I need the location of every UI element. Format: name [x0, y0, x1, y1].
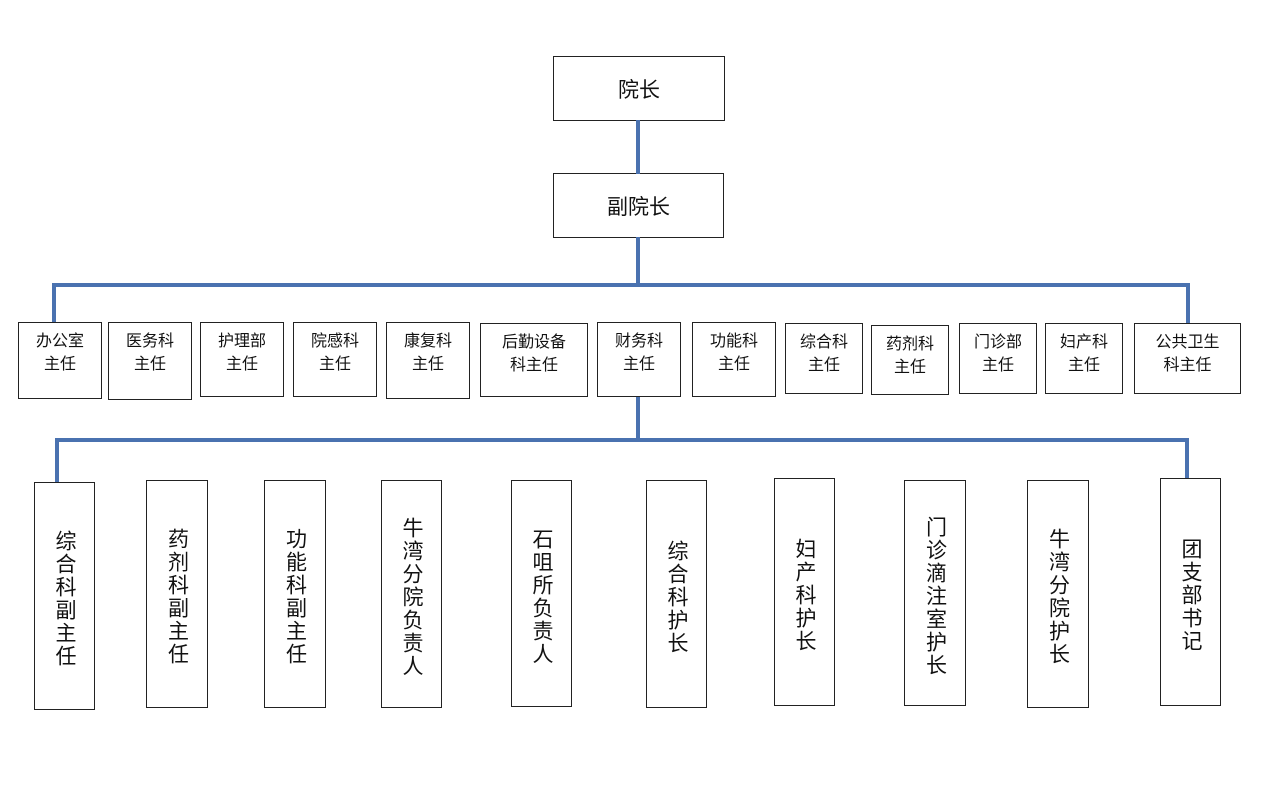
connector-line: [52, 283, 1190, 287]
subordinate-label: 药剂科副主任: [165, 528, 190, 666]
department-box: 门诊部主任: [959, 323, 1037, 394]
subordinate-label: 石咀所负责人: [530, 527, 554, 666]
subordinate-label: 功能科副主任: [283, 528, 308, 666]
subordinate-box: 门诊滴注室护长: [904, 480, 966, 706]
subordinate-box: 综合科护长: [646, 480, 707, 708]
connector-line: [55, 438, 59, 482]
department-name: 功能科: [709, 331, 758, 350]
connector-line: [55, 438, 1189, 442]
subordinate-label: 牛湾分院负责人: [400, 516, 424, 678]
subordinate-box: 功能科副主任: [264, 480, 326, 708]
department-role: 主任: [622, 354, 655, 373]
department-role: 主任: [133, 354, 166, 373]
subordinate-label: 牛湾分院护长: [1046, 528, 1071, 666]
department-name: 财务科: [614, 331, 663, 350]
department-role: 科主任: [1163, 355, 1212, 374]
vice-director-label: 副院长: [607, 194, 670, 219]
department-role: 主任: [807, 355, 840, 374]
department-box: 财务科主任: [597, 322, 681, 397]
subordinate-box: 牛湾分院负责人: [381, 480, 442, 708]
department-name: 妇产科: [1059, 332, 1108, 351]
subordinate-label: 综合科副主任: [53, 530, 77, 668]
connector-line: [636, 120, 640, 174]
department-name: 后勤设备: [501, 332, 566, 351]
department-box: 康复科主任: [386, 322, 470, 399]
department-role: 主任: [318, 354, 351, 373]
connector-line: [636, 237, 640, 287]
department-role: 主任: [43, 354, 76, 373]
department-name: 院感科: [310, 331, 359, 350]
director-label: 院长: [618, 77, 660, 102]
subordinate-box: 团支部书记: [1160, 478, 1221, 706]
department-box: 公共卫生科主任: [1134, 323, 1241, 394]
department-box: 综合科主任: [785, 323, 863, 394]
subordinate-label: 妇产科护长: [793, 537, 817, 653]
department-role: 主任: [893, 357, 926, 376]
subordinate-label: 门诊滴注室护长: [923, 515, 948, 677]
department-box: 院感科主任: [293, 322, 377, 397]
department-name: 办公室: [35, 331, 84, 350]
department-box: 妇产科主任: [1045, 323, 1123, 394]
department-role: 主任: [411, 354, 444, 373]
connector-line: [636, 396, 640, 442]
department-box: 功能科主任: [692, 322, 776, 397]
department-role: 主任: [225, 354, 258, 373]
department-name: 综合科: [799, 332, 848, 351]
subordinate-box: 妇产科护长: [774, 478, 835, 706]
subordinate-label: 综合科护长: [665, 539, 689, 655]
connector-line: [1186, 283, 1190, 323]
director-box: 院长: [553, 56, 725, 121]
subordinate-box: 药剂科副主任: [146, 480, 208, 708]
department-box: 护理部主任: [200, 322, 284, 397]
department-name: 医务科: [125, 331, 174, 350]
department-role: 主任: [981, 355, 1014, 374]
department-name: 康复科: [403, 331, 452, 350]
connector-line: [1185, 438, 1189, 480]
department-box: 后勤设备科主任: [480, 323, 588, 397]
connector-line: [52, 283, 56, 323]
department-box: 药剂科主任: [871, 325, 949, 395]
department-name: 公共卫生: [1155, 332, 1220, 351]
department-role: 科主任: [509, 355, 558, 374]
subordinate-box: 牛湾分院护长: [1027, 480, 1089, 708]
department-box: 医务科主任: [108, 322, 192, 400]
vice-director-box: 副院长: [553, 173, 724, 238]
department-name: 门诊部: [973, 332, 1022, 351]
subordinate-label: 团支部书记: [1179, 537, 1203, 653]
department-role: 主任: [717, 354, 750, 373]
department-name: 药剂科: [885, 334, 934, 353]
department-name: 护理部: [217, 331, 266, 350]
department-role: 主任: [1067, 355, 1100, 374]
subordinate-box: 综合科副主任: [34, 482, 95, 710]
subordinate-box: 石咀所负责人: [511, 480, 572, 707]
department-box: 办公室主任: [18, 322, 102, 399]
